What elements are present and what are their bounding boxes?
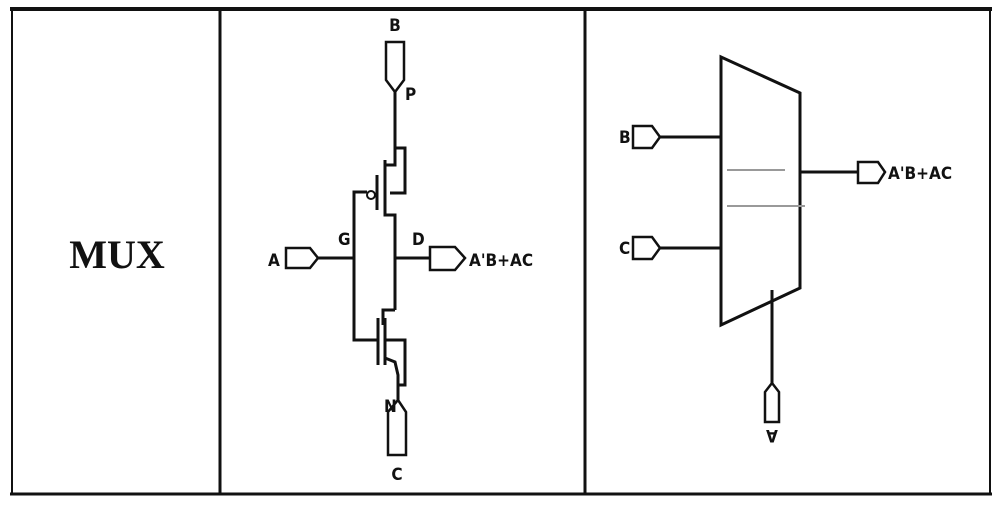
label-mux-select: A bbox=[766, 425, 778, 445]
mux-title: MUX bbox=[69, 232, 165, 277]
label-bottom-port: C bbox=[391, 465, 402, 485]
port-output bbox=[428, 245, 467, 272]
port-a bbox=[284, 246, 320, 270]
label-drain: D bbox=[412, 230, 425, 250]
label-mux-output: A'B+AC bbox=[888, 164, 952, 184]
nmos-transistor bbox=[376, 308, 407, 400]
port-mux-c bbox=[631, 235, 662, 261]
label-mux-c: C bbox=[619, 239, 630, 259]
label-output: A'B+AC bbox=[469, 251, 533, 271]
port-mux-select bbox=[763, 380, 781, 424]
label-top-port: B bbox=[389, 16, 401, 36]
port-c-bottom bbox=[386, 397, 408, 457]
cmos-circuit bbox=[284, 40, 467, 457]
label-mux-b: B bbox=[619, 128, 631, 148]
label-input-a: A bbox=[268, 251, 280, 271]
port-mux-output bbox=[856, 160, 887, 185]
mux-trapezoid bbox=[719, 54, 802, 328]
mux-inner-annotation bbox=[727, 169, 805, 207]
port-mux-b bbox=[631, 124, 662, 150]
label-gate: G bbox=[338, 230, 351, 250]
mux-symbol bbox=[631, 54, 887, 424]
label-bottom-pin: N bbox=[384, 397, 397, 417]
label-top-pin: P bbox=[405, 85, 416, 105]
port-b-top bbox=[384, 40, 406, 95]
pmos-transistor bbox=[352, 146, 407, 342]
table-frame bbox=[10, 7, 992, 496]
